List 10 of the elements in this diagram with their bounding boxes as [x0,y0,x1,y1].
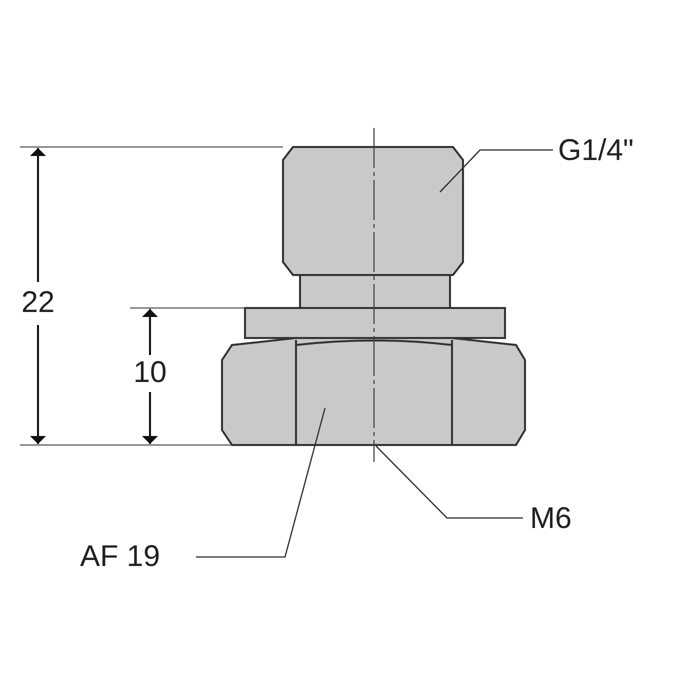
leader-line [440,149,553,192]
callout-label: AF 19 [80,542,160,572]
dimension-value: 10 [133,358,167,388]
dimension-value: 22 [21,288,55,318]
leader-line [196,408,326,558]
callout-label: M6 [530,504,572,534]
leader-line [376,446,523,519]
hex-body [221,307,526,446]
callout-label: G1/4" [558,136,634,166]
threaded-stem [282,146,464,309]
